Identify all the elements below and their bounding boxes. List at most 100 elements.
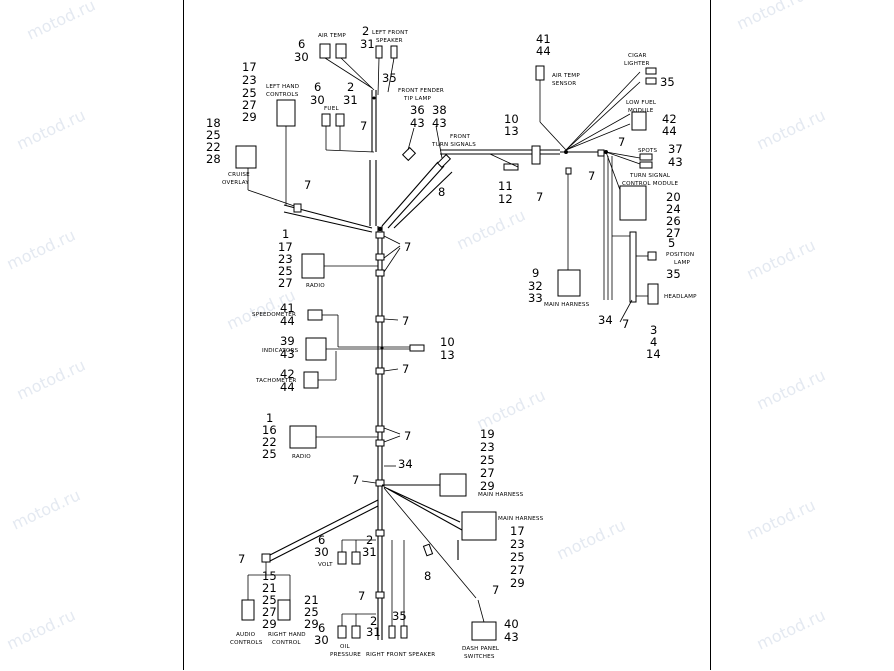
callout: 31: [343, 93, 358, 107]
callout-numbers: 6 30 2 31 35 17 23 25 27 29 6 30 2 31 7 …: [206, 24, 683, 647]
label-front-turn-signals: FRONT: [450, 134, 470, 140]
label-left-hand-controls: LEFT HAND: [266, 84, 299, 90]
callout: 23: [510, 537, 525, 551]
callout: 21: [304, 593, 319, 607]
callout: 22: [262, 435, 277, 449]
label-radio: RADIO: [292, 454, 311, 460]
callout: 43: [410, 116, 425, 130]
callout: 6: [318, 533, 325, 547]
label-main-harness: MAIN HARNESS: [544, 302, 590, 308]
callout: 43: [280, 347, 295, 361]
callout: 27: [480, 466, 495, 480]
watermark: motod.ru: [554, 515, 629, 563]
turn-signal-control-module: [619, 185, 647, 221]
callout: 25: [206, 128, 221, 142]
callout: 11: [498, 179, 513, 193]
left-front-speaker-connector: [375, 45, 383, 59]
label-main-harness: MAIN HARNESS: [498, 516, 544, 522]
callout: 7: [352, 473, 359, 487]
label-air-temp-sensor: SENSOR: [552, 81, 576, 87]
callout: 31: [362, 545, 377, 559]
label-front-fender-tip-lamp: TIP LAMP: [403, 96, 432, 102]
callout: 28: [206, 152, 221, 166]
callout: 7: [404, 240, 411, 254]
cigar-lighter-connector: [645, 67, 657, 75]
label-left-front-speaker: SPEAKER: [376, 38, 403, 44]
callout: 23: [480, 440, 495, 454]
oil-pressure-connector: [351, 625, 361, 639]
callout: 44: [280, 314, 295, 328]
callout: 35: [660, 75, 675, 89]
callout: 36: [410, 103, 425, 117]
label-low-fuel-module: MODULE: [628, 108, 654, 114]
callout: 9: [532, 266, 539, 280]
callout: 25: [480, 453, 495, 467]
headlamp-connector: [647, 283, 659, 305]
main-harness-connector: [557, 269, 581, 297]
main-harness-connector: [461, 511, 497, 541]
cruise-overlay-connector: [235, 145, 257, 169]
callout: 7: [536, 190, 543, 204]
callout: 7: [238, 552, 245, 566]
callout: 7: [492, 583, 499, 597]
watermark: motod.ru: [744, 495, 819, 543]
callout: 7: [588, 169, 595, 183]
callout: 25: [262, 447, 277, 461]
label-turn-signal-control-module: CONTROL MODULE: [622, 181, 678, 187]
callout: 7: [618, 135, 625, 149]
callout: 7: [404, 429, 411, 443]
callout: 6: [314, 80, 321, 94]
audio-controls-connector: [241, 599, 255, 621]
callout: 23: [242, 73, 257, 87]
callout: 8: [438, 185, 445, 199]
callout: 30: [314, 633, 329, 647]
callout: 27: [262, 605, 277, 619]
callout: 1: [282, 227, 289, 241]
label-turn-signal-control-module: TURN SIGNAL: [629, 173, 671, 179]
label-headlamp: HEADLAMP: [664, 294, 697, 300]
watermark: motod.ru: [754, 605, 829, 653]
volt-connector: [351, 551, 361, 565]
callout: 44: [280, 380, 295, 394]
oil-pressure-connector: [337, 625, 347, 639]
label-indicators: INDICATORS: [262, 348, 299, 354]
callout: 27: [242, 98, 257, 112]
watermark: motod.ru: [4, 225, 79, 273]
callout: 13: [504, 124, 519, 138]
main-harness-connector: [439, 473, 467, 497]
callout: 29: [510, 576, 525, 590]
label-oil-pressure: OIL: [340, 644, 350, 650]
spots-connector: [639, 153, 653, 161]
callout: 2: [362, 24, 369, 38]
callout: 21: [262, 581, 277, 595]
callout: 27: [666, 226, 681, 240]
callout: 43: [504, 630, 519, 644]
callout: 29: [242, 110, 257, 124]
air-temp-connector: [335, 43, 347, 59]
watermark: motod.ru: [14, 105, 89, 153]
callout: 37: [668, 142, 683, 156]
label-dash-panel-switches: DASH PANEL: [462, 646, 500, 652]
label-position-lamp: POSITION: [666, 252, 694, 258]
air-temp-sensor-connector: [535, 65, 545, 81]
watermark: motod.ru: [9, 485, 84, 533]
callout: 44: [662, 124, 677, 138]
callout: 19: [480, 427, 495, 441]
callout: 40: [504, 617, 519, 631]
label-cruise-overlay: OVERLAY: [222, 180, 249, 186]
label-air-temp: AIR TEMP: [318, 33, 346, 39]
callout: 24: [666, 202, 681, 216]
callout: 42: [280, 367, 295, 381]
callout: 18: [206, 116, 221, 130]
callout: 35: [392, 609, 407, 623]
callout: 8: [424, 569, 431, 583]
callout: 13: [440, 348, 455, 362]
callout: 38: [432, 103, 447, 117]
callout: 29: [480, 479, 495, 493]
speedometer-connector: [307, 309, 323, 321]
callout: 39: [280, 334, 295, 348]
label-audio-controls: AUDIO: [236, 632, 256, 638]
right-hand-control-connector: [277, 599, 291, 621]
callout: 42: [662, 112, 677, 126]
watermark: motod.ru: [744, 235, 819, 283]
